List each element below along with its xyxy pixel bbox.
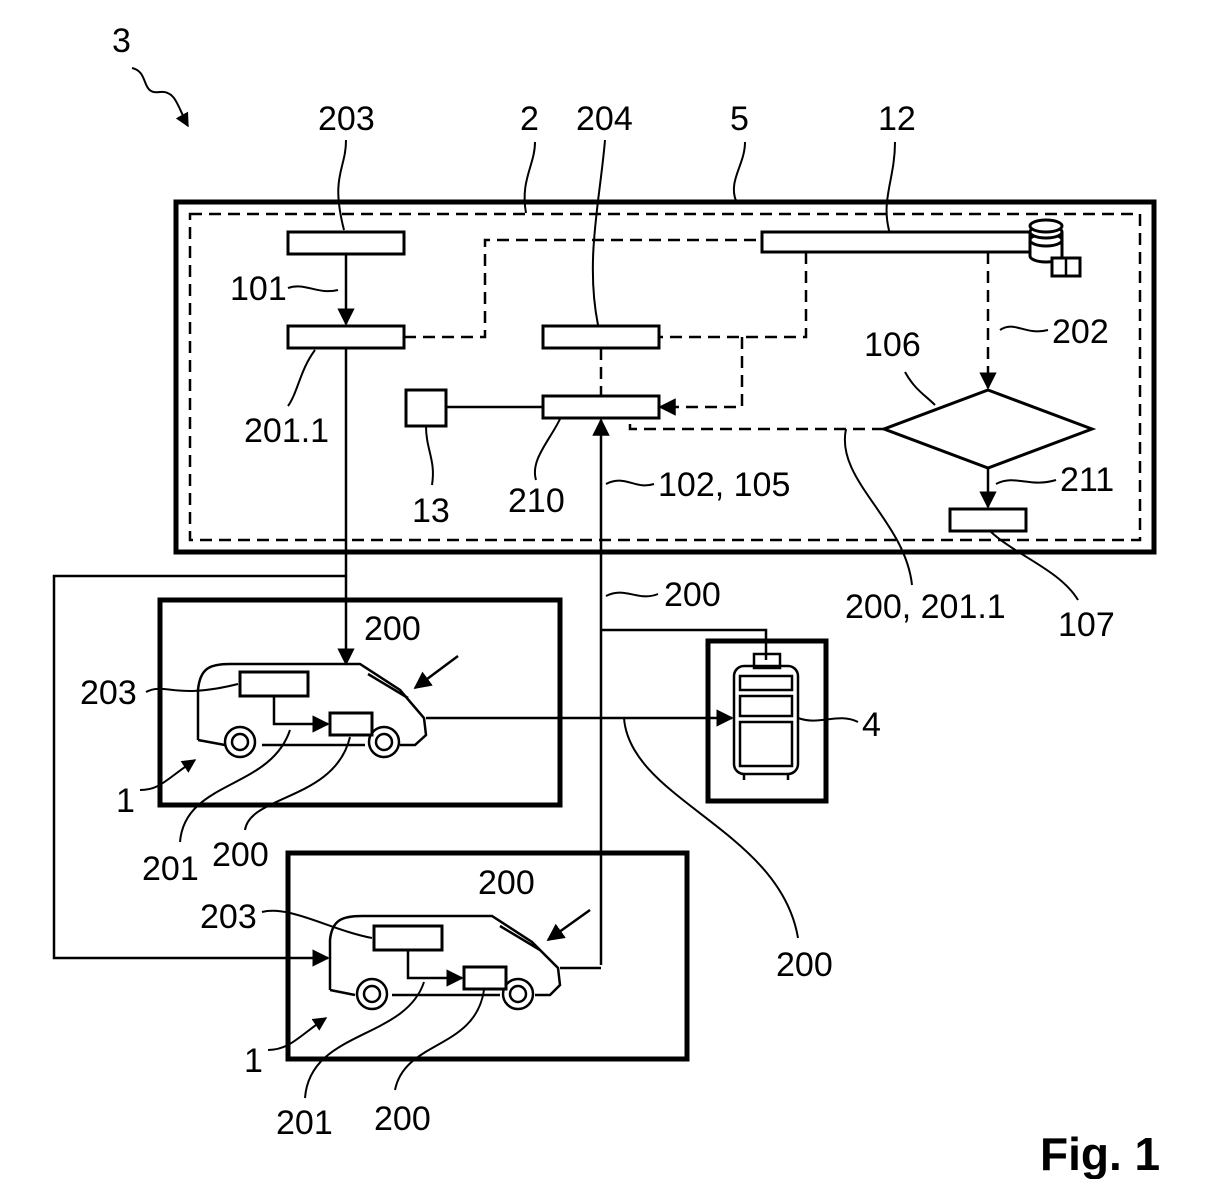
van-1 [198, 664, 426, 757]
line-to-charger [601, 630, 766, 660]
block-204 [543, 326, 659, 348]
arrow-200-van1 [415, 656, 458, 688]
leader-203-top [338, 140, 346, 230]
label-202: 202 [1052, 313, 1109, 351]
leader-1-van1 [140, 760, 195, 790]
block-210 [543, 396, 659, 418]
label-200-van1-bottom: 200 [212, 836, 269, 874]
dash-106-to-210 [630, 418, 884, 429]
leader-202 [1000, 327, 1048, 332]
label-1-van1: 1 [116, 782, 135, 820]
label-211: 211 [1060, 461, 1114, 499]
label-201-van2: 201 [276, 1104, 333, 1142]
label-200-long: 200 [776, 946, 833, 984]
label-13: 13 [412, 492, 450, 530]
block-203-central [288, 232, 404, 254]
label-200-van2-bottom: 200 [374, 1100, 431, 1138]
label-200-201-1: 200, 201.1 [845, 588, 1006, 626]
vehicle-1-frame [160, 600, 560, 805]
figure-label: Fig. 1 [1040, 1128, 1160, 1179]
block-12-database [762, 232, 1032, 252]
block-201-1-central [288, 326, 404, 348]
van-2 [330, 916, 560, 1009]
label-201-1: 201.1 [244, 412, 329, 450]
label-200-van1: 200 [364, 610, 421, 648]
label-203-van2: 203 [200, 898, 257, 936]
label-2: 2 [520, 100, 539, 138]
dash-201-1-to-12 [404, 240, 762, 337]
label-1-van2: 1 [244, 1042, 263, 1080]
leader-102-105 [606, 481, 654, 486]
leader-200-van1-bottom [245, 737, 350, 830]
label-12: 12 [878, 100, 916, 138]
leader-200-right [606, 593, 658, 597]
label-5: 5 [730, 100, 749, 138]
label-102-105: 102, 105 [658, 466, 790, 504]
label-4: 4 [862, 706, 881, 744]
leader-211 [996, 480, 1056, 484]
leader-200-van2-bottom [395, 990, 484, 1090]
label-3: 3 [112, 22, 131, 60]
label-101: 101 [230, 270, 287, 308]
leader-200-201-1 [845, 429, 912, 585]
leader-204 [593, 140, 605, 325]
database-icon [1030, 220, 1062, 262]
leader-201-1 [288, 350, 315, 406]
book-icon [1052, 258, 1080, 276]
label-200-van2: 200 [478, 864, 535, 902]
decision-106 [884, 390, 1092, 468]
label-203-van1: 203 [80, 674, 137, 712]
leader-106 [905, 372, 935, 405]
label-106: 106 [864, 326, 921, 364]
leader-12 [887, 142, 895, 234]
leader-203-van2 [262, 911, 372, 938]
block-13 [406, 390, 446, 426]
dash-12-to-204 [659, 252, 806, 337]
leader-1-van2 [268, 1018, 326, 1050]
leader-5 [734, 142, 745, 201]
label-201-van1: 201 [142, 850, 199, 888]
leader-200-long [624, 718, 798, 938]
label-107: 107 [1058, 606, 1115, 644]
block-107 [950, 509, 1026, 531]
leader-13 [426, 426, 433, 485]
label-203-top: 203 [318, 100, 375, 138]
leader-101 [288, 286, 338, 291]
leader-3 [132, 68, 188, 126]
arrow-200-van2 [548, 910, 590, 940]
label-210: 210 [508, 482, 565, 520]
label-200-right: 200 [664, 576, 721, 614]
leader-210 [535, 419, 560, 480]
charging-station-icon [734, 654, 798, 780]
dash-to-210 [660, 337, 742, 407]
label-204: 204 [576, 100, 633, 138]
